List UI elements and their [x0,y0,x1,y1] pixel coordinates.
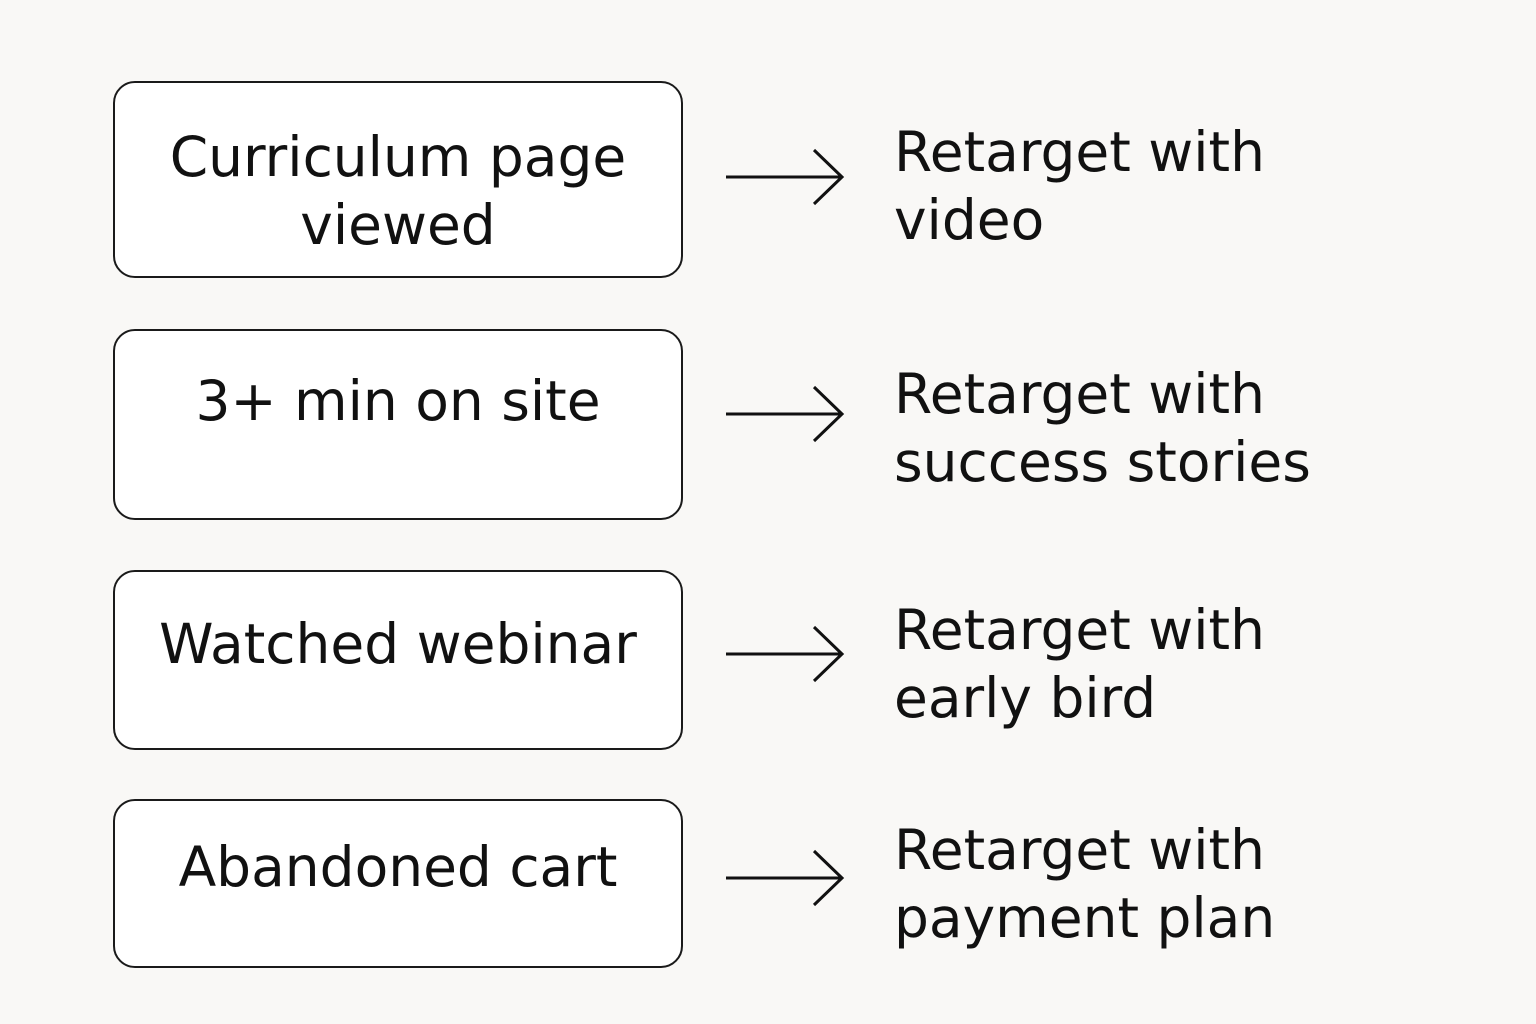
action-label: Retarget with video [894,120,1265,252]
trigger-box: Abandoned cart [113,799,683,968]
arrow-right-icon [726,624,848,684]
arrow-right-icon [726,848,848,908]
action-label: Retarget with success stories [894,362,1311,494]
trigger-label: 3+ min on site [195,369,601,433]
arrow-right-icon [726,384,848,444]
trigger-box: Watched webinar [113,570,683,750]
trigger-label: Watched webinar [159,612,637,676]
action-label: Retarget with payment plan [894,818,1276,950]
trigger-box: Curriculum page viewed [113,81,683,278]
action-label: Retarget with early bird [894,598,1265,730]
trigger-label: Curriculum page viewed [169,125,627,257]
trigger-label: Abandoned cart [178,835,618,899]
arrow-right-icon [726,147,848,207]
trigger-box: 3+ min on site [113,329,683,520]
